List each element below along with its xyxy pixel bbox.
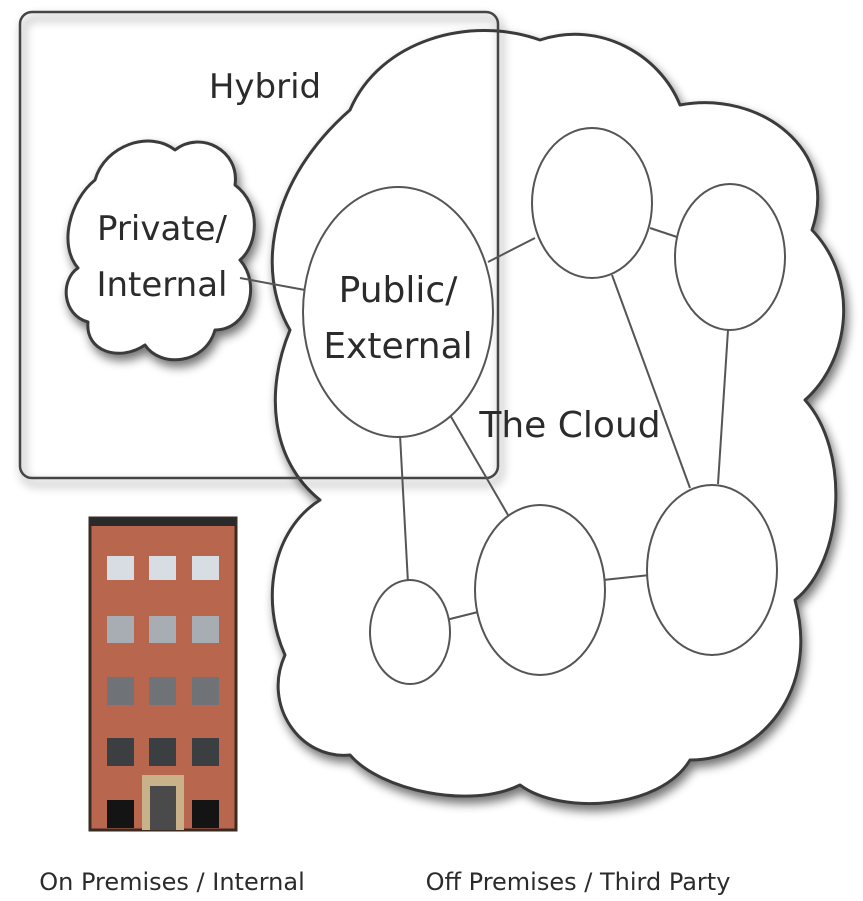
public-label-line1: Public/ — [339, 270, 459, 311]
cloud-node-1 — [531, 127, 653, 279]
private-cloud-shape — [64, 139, 256, 362]
on-premises-caption: On Premises / Internal — [39, 868, 305, 896]
off-premises-caption: Off Premises / Third Party — [426, 868, 731, 896]
hybrid-label: Hybrid — [209, 67, 321, 107]
link-public-node3 — [399, 434, 409, 584]
public-external-node — [302, 186, 494, 438]
private-label-line2: Internal — [96, 265, 227, 305]
link-private-public — [239, 277, 306, 291]
cloud-node-2 — [674, 183, 786, 331]
link-public-node1 — [487, 237, 536, 263]
building-icon — [88, 516, 238, 832]
link-node4-node5 — [602, 574, 651, 581]
hybrid-boundary — [18, 10, 500, 480]
private-label-line1: Private/ — [97, 209, 228, 249]
link-node1-node5 — [611, 274, 691, 489]
link-public-node4 — [449, 414, 509, 516]
link-node2-node5 — [717, 329, 729, 485]
cloud-node-3 — [369, 579, 451, 685]
link-node3-node4 — [445, 611, 479, 621]
link-node1-node2 — [649, 227, 681, 239]
cloud-node-4 — [474, 504, 606, 676]
the-cloud-label: The Cloud — [478, 405, 660, 446]
public-label-line2: External — [323, 326, 472, 367]
cloud-node-5 — [646, 484, 778, 656]
